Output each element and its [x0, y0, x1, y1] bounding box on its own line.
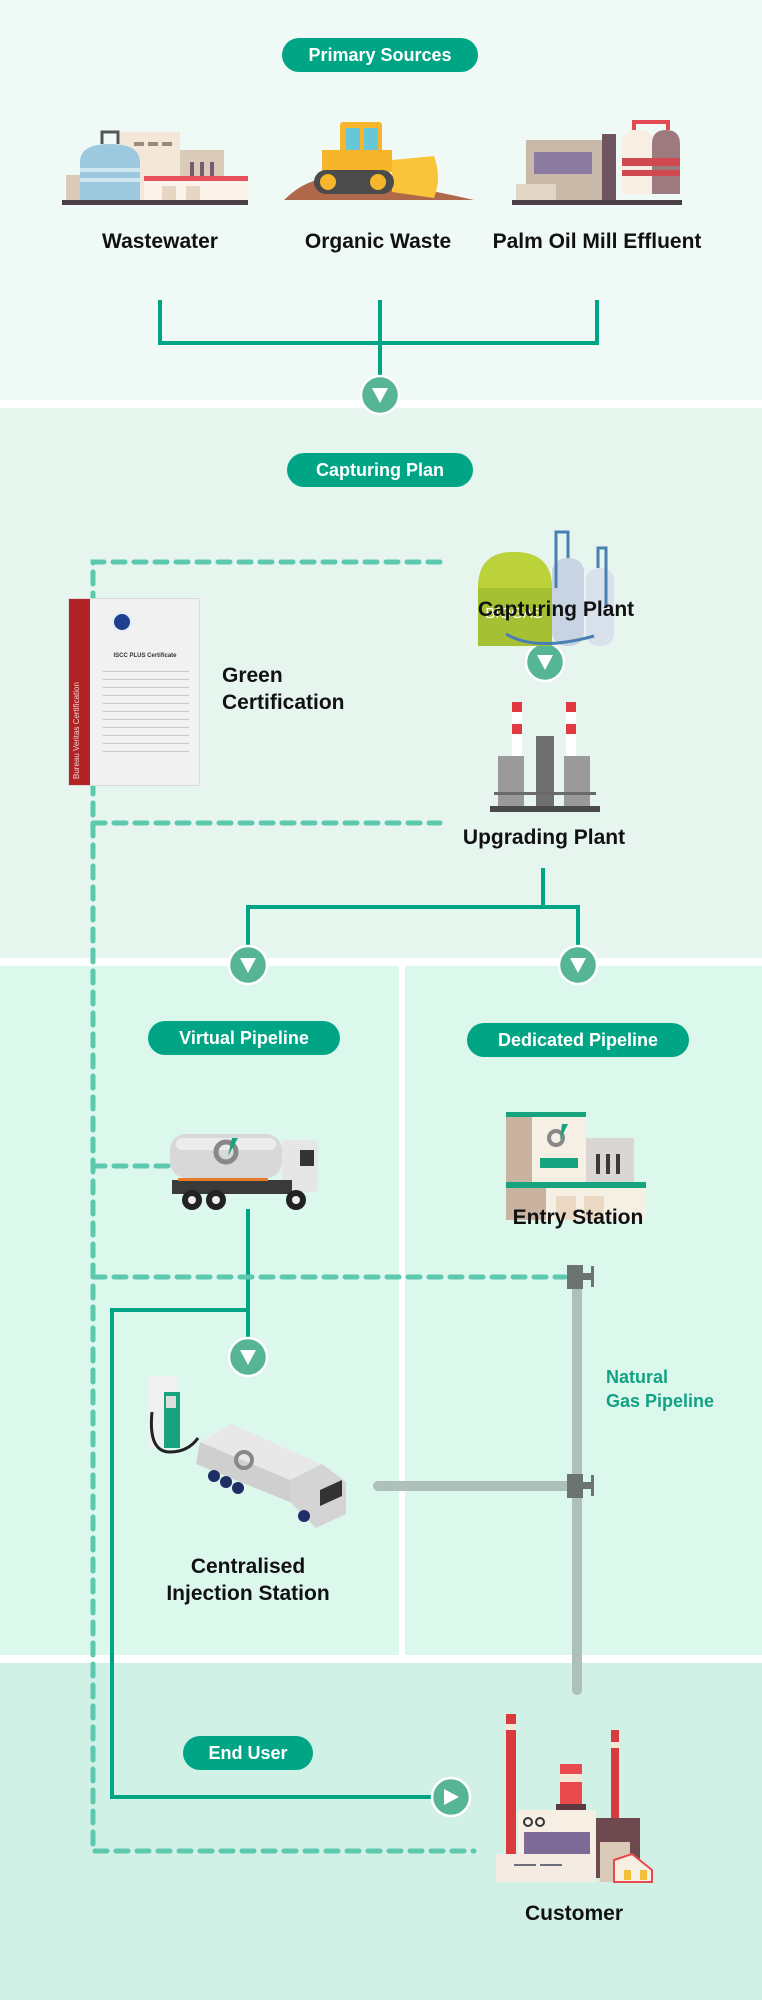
tanker-truck-icon — [170, 1134, 318, 1210]
injection-station-icon — [148, 1376, 346, 1528]
natural-gas-pipeline-label-line2: Gas Pipeline — [606, 1391, 715, 1411]
entry-station-label: Entry Station — [512, 1206, 644, 1229]
iscc-certificate-document[interactable]: Bureau Veritas Certification ISCC PLUS C… — [68, 598, 200, 786]
capturing-plan-pill: Capturing Plan — [287, 453, 473, 487]
dedicated-pipeline-section — [405, 966, 762, 1655]
green-certification-label-line1: Green — [222, 664, 283, 687]
natural-gas-pipeline-label-line1: Natural — [606, 1367, 669, 1387]
injection-station-label-line1: Centralised — [190, 1555, 306, 1578]
iscc-seal-icon — [111, 611, 133, 633]
certificate-title: ISCC PLUS Certificate — [113, 653, 177, 659]
entry-station-building-icon — [506, 1112, 646, 1220]
end-user-pill: End User — [183, 1736, 313, 1770]
certificate-body-text — [103, 667, 189, 757]
wastewater-label: Wastewater — [102, 230, 218, 253]
virtual-pipeline-section — [0, 966, 399, 1655]
customer-label: Customer — [524, 1902, 624, 1925]
virtual-pipeline-pill: Virtual Pipeline — [148, 1021, 340, 1055]
palm-oil-mill-effluent-label: Palm Oil Mill Effluent — [492, 230, 702, 253]
certificate-sidebar: Bureau Veritas Certification — [69, 599, 90, 785]
organic-waste-label: Organic Waste — [304, 230, 452, 253]
wastewater-plant-icon — [62, 130, 248, 205]
customer-factory-icon — [496, 1714, 653, 1883]
capturing-plant-label: Capturing Plant — [477, 598, 635, 621]
biogas-tank-text: BIOGAS — [485, 605, 543, 622]
bulldozer-icon — [284, 122, 474, 200]
green-certification-label-line2: Certification — [222, 691, 345, 714]
injection-station-label-line2: Injection Station — [166, 1582, 330, 1605]
upgrading-plant-label: Upgrading Plant — [462, 826, 626, 849]
biogas-capturing-plant-icon: BIOGAS — [478, 530, 614, 646]
palm-oil-mill-icon — [512, 120, 682, 205]
upgrading-plant-icon — [490, 702, 600, 812]
primary-sources-pill: Primary Sources — [282, 38, 478, 72]
dedicated-pipeline-pill: Dedicated Pipeline — [467, 1023, 689, 1057]
certificate-side-text: Bureau Veritas Certification — [72, 682, 81, 779]
